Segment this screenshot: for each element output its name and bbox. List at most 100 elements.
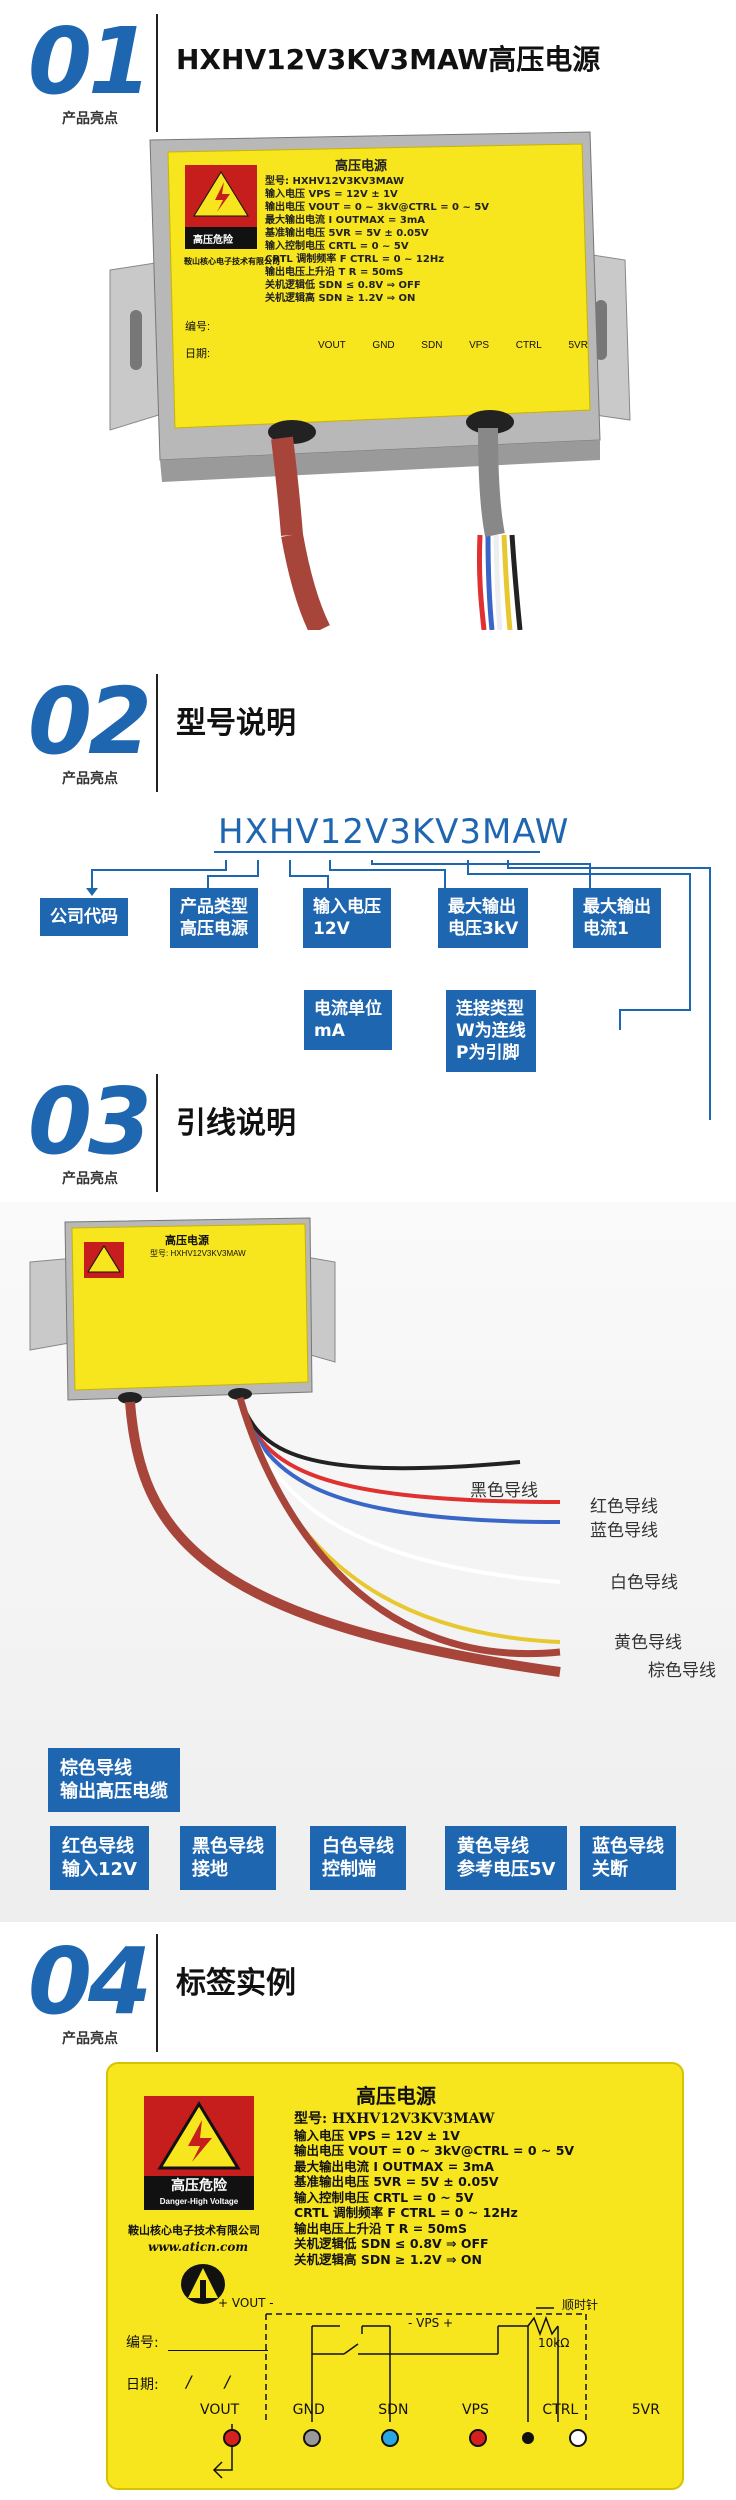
pin-5vr: 5VR: [568, 340, 588, 351]
wire-label-white: 白色导线: [610, 1573, 678, 1593]
label-spec: 输出电压 VOUT = 0 ~ 3kV@CTRL = 0 ~ 5V: [265, 202, 490, 213]
wire-label-blue: 蓝色导线: [590, 1521, 658, 1541]
wire-box-red: 红色导线 输入12V: [50, 1826, 149, 1890]
label-heading: 高压电源: [335, 159, 388, 174]
section-number: 01: [28, 8, 152, 115]
section-number: 03: [28, 1068, 152, 1175]
pin-vout: VOUT: [200, 2402, 240, 2418]
section-title: HXHV12V3KV3MAW高压电源: [176, 43, 601, 76]
photo-label-1: 高压电源 型号: HXHV12V3KV3MAW 输入电压 VPS = 12V ±…: [265, 160, 585, 305]
danger-cn: 高压危险: [144, 2176, 254, 2194]
divider: [156, 1074, 158, 1192]
section-2-header: 02 产品亮点 型号说明: [0, 660, 736, 800]
label-spec: CRTL 调制频率 F CTRL = 0 ~ 12Hz: [265, 254, 445, 265]
section-4-header: 04 产品亮点 标签实例: [0, 1920, 736, 2060]
model-box-current: 最大输出 电流1: [573, 888, 661, 948]
wire-label-yellow: 黄色导线: [614, 1633, 682, 1653]
company-logo: [181, 2264, 225, 2304]
section-subtitle: 产品亮点: [62, 770, 118, 786]
section-title: 型号说明: [176, 706, 296, 741]
wire-label-black: 黑色导线: [470, 1481, 538, 1501]
date-label: 日期:: [126, 2377, 159, 2393]
pinout-diagram: [212, 2307, 587, 2479]
pin-vout: VOUT: [318, 340, 346, 351]
wire-box-brown: 棕色导线 输出高压电缆: [48, 1748, 180, 1812]
serial-label: 编号:: [126, 2335, 159, 2351]
label-model: 型号: HXHV12V3KV3MAW: [265, 176, 404, 187]
section-number: 02: [28, 668, 152, 775]
product-photo-wires: [29, 1217, 561, 1677]
model-box-type: 产品类型 高压电源: [170, 888, 258, 948]
model-box-voltage: 最大输出 电压3kV: [438, 888, 529, 948]
company-name: 鞍山核心电子技术有限公司: [128, 2224, 260, 2237]
label-title: 高压电源: [356, 2084, 436, 2108]
company-url: www.aticn.com: [148, 2240, 249, 2254]
product-photo-1: [109, 131, 631, 630]
pin-sdn: SDN: [421, 340, 443, 351]
wire-box-black: 黑色导线 接地: [180, 1826, 276, 1890]
photo-date: 日期:: [185, 348, 211, 360]
spec-line: 输入控制电压 CRTL = 0 ~ 5V: [294, 2189, 474, 2205]
spec-line: 关机逻辑低 SDN ≤ 0.8V ⇒ OFF: [294, 2236, 489, 2251]
danger-block: 高压危险 Danger-High Voltage: [144, 2096, 254, 2210]
model-connectors: [86, 851, 711, 1120]
model-line: 型号: HXHV12V3KV3MAW: [294, 2111, 495, 2127]
label-spec: 基准输出电压 5VR = 5V ± 0.05V: [265, 228, 429, 239]
spec-block: 型号: HXHV12V3KV3MAW 输入电压 VPS = 12V ± 1V 输…: [294, 2111, 575, 2267]
model-box-input: 输入电压 12V: [303, 888, 391, 948]
pot-label: 10kΩ: [538, 2336, 570, 2350]
section-title: 引线说明: [176, 1106, 296, 1141]
model-box-unit: 电流单位 mA: [304, 990, 392, 1050]
section-3-header: 03 产品亮点 引线说明: [0, 1060, 736, 1200]
wire-box-white: 白色导线 控制端: [310, 1826, 406, 1890]
label-spec: 输入控制电压 CRTL = 0 ~ 5V: [265, 241, 409, 252]
photo-danger-text: 高压危险: [193, 235, 233, 246]
label-example: 高压危险 Danger-High Voltage 鞍山核心电子技术有限公司 ww…: [106, 2062, 684, 2490]
divider: [156, 1934, 158, 2052]
pin-ctrl: CTRL: [515, 340, 542, 351]
date-fill: / /: [186, 2372, 244, 2391]
section-subtitle: 产品亮点: [62, 2030, 118, 2046]
wire-label-brown: 棕色导线: [648, 1661, 716, 1681]
pin-gnd: GND: [372, 340, 395, 351]
wire-label-red: 红色导线: [590, 1497, 658, 1517]
pin-5vr: 5VR: [631, 2402, 660, 2418]
photo-serial: 编号:: [185, 321, 211, 333]
section-1-header: 01 产品亮点 HXHV12V3KV3MAW高压电源: [0, 0, 736, 140]
label-spec: 最大输出电流 I OUTMAX = 3mA: [265, 215, 425, 226]
label-spec: 输出电压上升沿 T R = 50mS: [265, 267, 404, 278]
wire-box-blue: 蓝色导线 关断: [580, 1826, 676, 1890]
cw-label: 顺时针: [562, 2298, 599, 2312]
spec-line: 输入电压 VPS = 12V ± 1V: [294, 2127, 460, 2143]
wires-label-model: 型号: HXHV12V3KV3MAW: [150, 1249, 246, 1258]
section-subtitle: 产品亮点: [62, 110, 118, 126]
pin-row: VOUT GND SDN VPS CTRL 5VR: [200, 2402, 660, 2418]
section-title: 标签实例: [176, 1966, 296, 2001]
wires-label-heading: 高压电源: [165, 1235, 209, 1247]
model-box-company: 公司代码: [40, 898, 128, 936]
label-spec: 关机逻辑低 SDN ≤ 0.8V ⇒ OFF: [265, 280, 421, 291]
divider: [156, 14, 158, 132]
vps-top: - VPS +: [408, 2316, 454, 2330]
divider: [156, 674, 158, 792]
section-subtitle: 产品亮点: [62, 1170, 118, 1186]
pin-sdn: SDN: [378, 2402, 409, 2418]
section-number: 04: [28, 1928, 152, 2035]
pin-vps: VPS: [469, 340, 490, 351]
photo-company: 鞍山核心电子技术有限公司: [184, 257, 280, 266]
wire-box-yellow: 黄色导线 参考电压5V: [445, 1826, 568, 1890]
spec-line: CRTL 调制频率 F CTRL = 0 ~ 12Hz: [294, 2205, 518, 2220]
vout-top: + VOUT -: [218, 2296, 274, 2310]
label-spec: 关机逻辑高 SDN ≥ 1.2V ⇒ ON: [265, 293, 416, 304]
spec-line: 输出电压 VOUT = 0 ~ 3kV@CTRL = 0 ~ 5V: [294, 2143, 575, 2158]
spec-line: 输出电压上升沿 T R = 50mS: [294, 2220, 467, 2236]
pin-ctrl: CTRL: [542, 2402, 579, 2418]
warning-icon: [157, 2101, 241, 2170]
photo-pins: VOUT GND SDN VPS CTRL 5VR: [318, 340, 588, 351]
spec-line: 关机逻辑高 SDN ≥ 1.2V ⇒ ON: [294, 2251, 482, 2267]
pin-vps: VPS: [461, 2402, 489, 2418]
spec-line: 基准输出电压 5VR = 5V ± 0.05V: [294, 2174, 499, 2189]
spec-line: 最大输出电流 I OUTMAX = 3mA: [294, 2158, 494, 2174]
pin-gnd: GND: [292, 2402, 325, 2418]
model-code: HXHV12V3KV3MAW: [218, 812, 570, 852]
